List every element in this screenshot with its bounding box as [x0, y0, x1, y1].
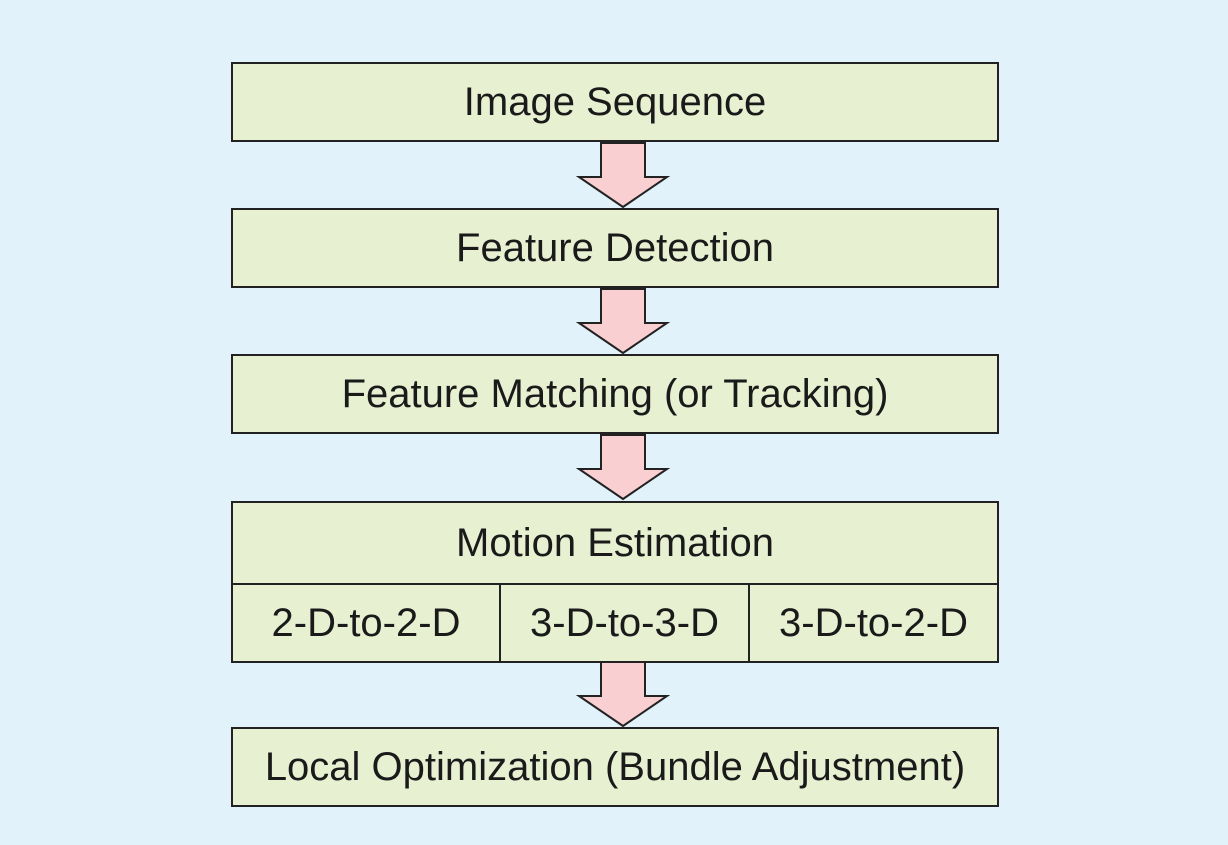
option-3d-to-3d: 3-D-to-3-D	[501, 585, 750, 661]
step-local-optimization-label: Local Optimization (Bundle Adjustment)	[264, 745, 966, 789]
step-image-sequence: Image Sequence	[231, 62, 999, 142]
step-motion-estimation-label: Motion Estimation	[456, 521, 774, 565]
arrow-down-4	[575, 661, 671, 728]
step-feature-detection-label: Feature Detection	[456, 226, 774, 270]
arrow-down-2	[575, 288, 671, 355]
step-motion-estimation: Motion Estimation 2-D-to-2-D 3-D-to-3-D …	[231, 501, 999, 663]
step-feature-detection: Feature Detection	[231, 208, 999, 288]
option-2d-to-2d: 2-D-to-2-D	[233, 585, 501, 661]
step-feature-matching: Feature Matching (or Tracking)	[231, 354, 999, 434]
option-3d-to-2d: 3-D-to-2-D	[779, 601, 968, 645]
motion-estimation-options: 2-D-to-2-D 3-D-to-3-D 3-D-to-2-D	[233, 583, 997, 661]
step-local-optimization: Local Optimization (Bundle Adjustment)	[231, 727, 999, 807]
arrow-down-1	[575, 142, 671, 209]
step-image-sequence-label: Image Sequence	[463, 80, 767, 124]
arrow-down-3	[575, 434, 671, 501]
step-feature-matching-label: Feature Matching (or Tracking)	[341, 372, 889, 416]
